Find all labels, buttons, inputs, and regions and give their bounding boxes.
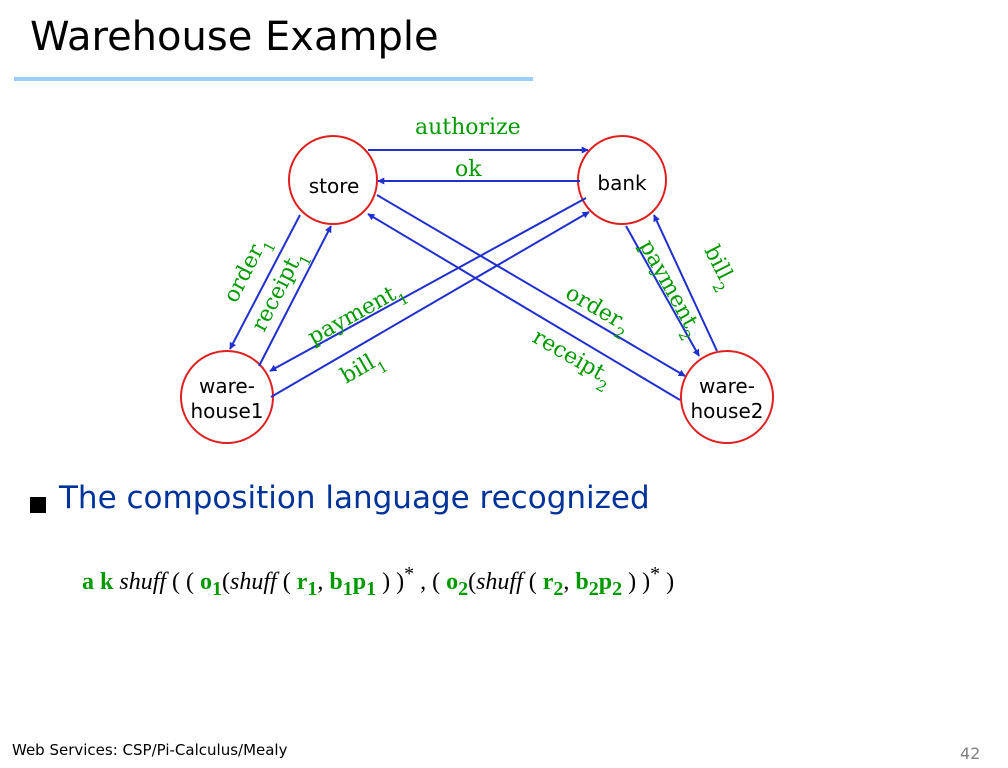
edge-bill1 [270,211,590,398]
node-bank-label: bank [597,171,647,195]
node-warehouse1-label-line1: ware- [199,374,255,398]
page-number: 42 [960,744,981,763]
label-payment2: payment2 [628,236,707,344]
edge-order1 [229,214,301,350]
svg-text:payment1: payment1 [304,277,412,356]
edge-payment1 [269,197,587,372]
svg-text:bill1: bill1 [337,345,392,395]
node-store-label: store [309,174,360,198]
page-title: Warehouse Example [30,14,439,60]
footer-text: Web Services: CSP/Pi-Calculus/Mealy [12,741,288,759]
svg-text:payment2: payment2 [628,236,707,344]
node-warehouse1: ware- house1 [180,350,274,444]
node-warehouse2-label-line2: house2 [690,399,763,423]
edge-receipt2 [367,213,681,401]
bullet-marker [30,497,46,513]
label-authorize: authorize [415,115,521,140]
label-bill2: bill2 [692,241,741,295]
label-bill1: bill1 [337,345,392,395]
node-warehouse1-label-line2: house1 [190,399,263,423]
label-payment1: payment1 [304,277,412,356]
svg-text:bill2: bill2 [692,241,741,295]
node-bank: bank [577,135,667,225]
title-underline [14,77,533,81]
edge-bill2 [653,214,718,352]
warehouse-diagram: store bank ware- house1 ware- house2 aut… [180,115,774,444]
bullet-text: The composition language recognized [59,480,650,516]
label-ok: ok [455,157,482,182]
edge-order2 [376,194,686,377]
edge-receipt1 [258,225,332,367]
node-store: store [288,135,378,225]
edge-payment2 [625,225,700,357]
node-warehouse2: ware- house2 [680,350,774,444]
node-warehouse2-label-line1: ware- [699,374,755,398]
composition-formula: a k shuff ( ( o1(shuff ( r1, b1p1 ) )* ,… [82,563,675,600]
